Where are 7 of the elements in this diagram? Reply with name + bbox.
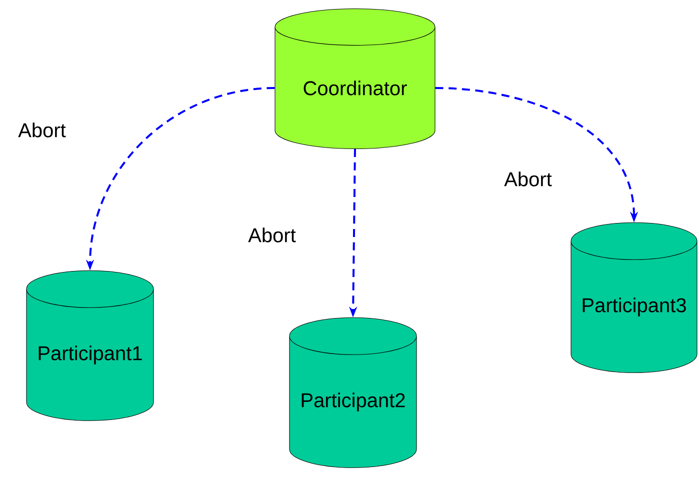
database-cylinder: Participant2 bbox=[289, 317, 417, 468]
database-cylinder: Participant3 bbox=[570, 222, 698, 373]
database-cylinder: Participant1 bbox=[26, 270, 154, 421]
edge-label: Abort bbox=[502, 170, 554, 188]
edge-label: Abort bbox=[246, 226, 298, 244]
database-cylinder: Coordinator bbox=[274, 8, 436, 149]
edge-label: Abort bbox=[16, 121, 68, 139]
